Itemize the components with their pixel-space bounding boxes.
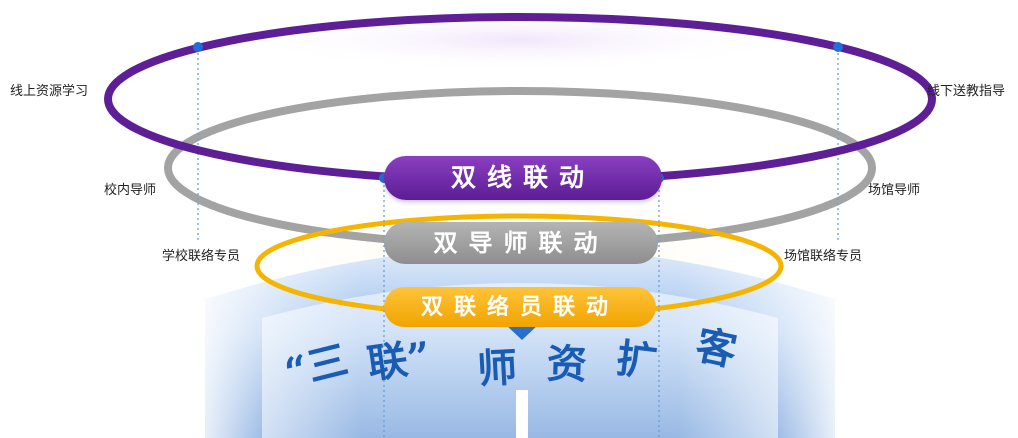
- dual-liaison-pill: 双联络员联动: [384, 287, 656, 327]
- inner-left-label: 学校联络专员: [162, 249, 241, 264]
- outer-left-label: 线上资源学习: [10, 84, 89, 99]
- outer-ring-left-dot: [193, 42, 203, 52]
- dual-line-label: 双线联动: [450, 163, 595, 192]
- banner-shape: [205, 247, 835, 438]
- dual-liaison-label: 双联络员联动: [420, 294, 619, 320]
- dual-line-pill: 双线联动: [384, 156, 662, 200]
- dual-mentor-pill: 双导师联动: [384, 222, 658, 264]
- middle-right-label: 场馆导师: [868, 183, 921, 198]
- dual-mentor-label: 双导师联动: [433, 228, 609, 257]
- middle-left-label: 校内导师: [104, 183, 157, 198]
- outer-ring-right-dot: [833, 42, 843, 52]
- inner-right-label: 场馆联络专员: [784, 249, 863, 264]
- outer-right-label: 线下送教指导: [927, 84, 1006, 99]
